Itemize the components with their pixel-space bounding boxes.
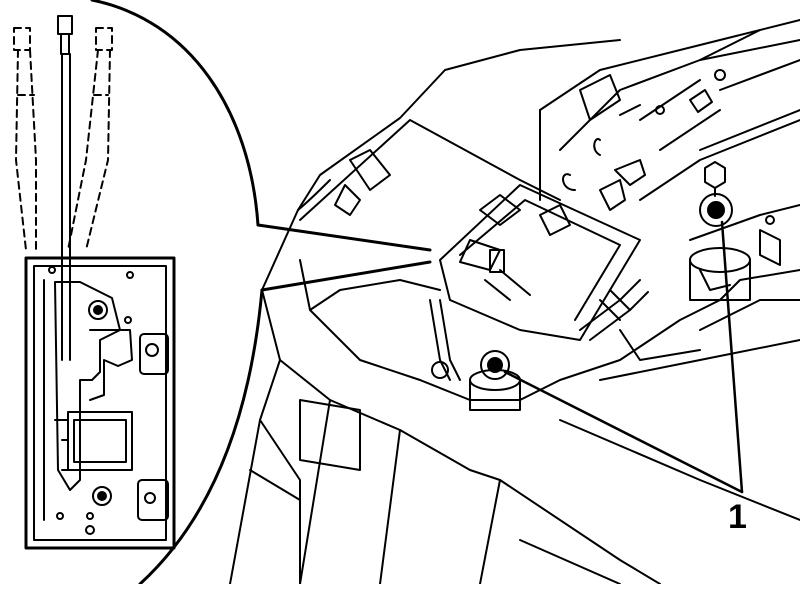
- callout-number: 1: [728, 498, 747, 536]
- nut-right: [699, 161, 733, 227]
- callout-leaders: [503, 220, 744, 494]
- shift-lever-positions: [13, 15, 113, 361]
- fastening-nuts: [480, 161, 733, 380]
- shift-mechanism-plate: [24, 256, 176, 550]
- detail-inset: [13, 0, 432, 586]
- gearshift-console-assembly: [229, 19, 800, 585]
- nut-left: [480, 350, 510, 380]
